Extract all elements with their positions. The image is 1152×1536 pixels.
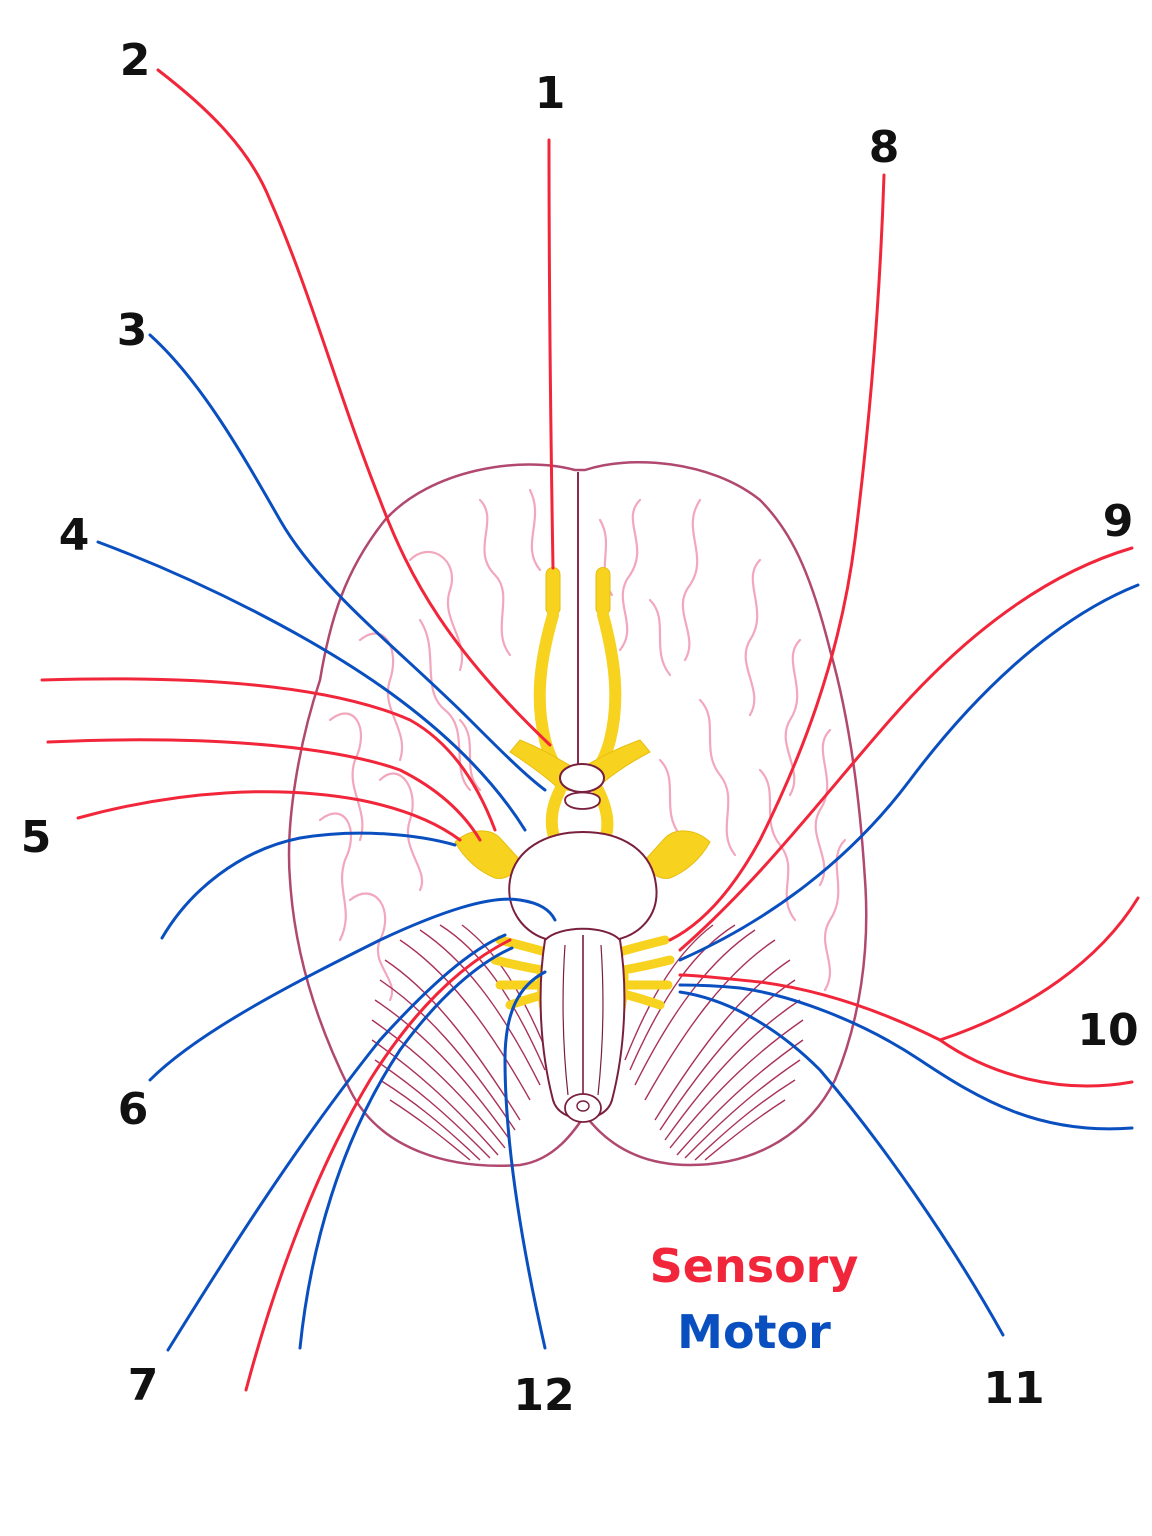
nerve-line-4	[96, 540, 527, 832]
legend-motor: Motor	[677, 1305, 831, 1359]
label-4: 4	[59, 510, 90, 561]
nerve-lines	[40, 68, 1140, 1392]
legend: Sensory Motor	[650, 1239, 859, 1359]
label-11: 11	[983, 1363, 1044, 1414]
olfactory-bulb-right	[595, 567, 611, 617]
nerve-line-5b	[46, 738, 482, 842]
nerve-line-7c	[298, 946, 514, 1350]
label-7: 7	[128, 1360, 159, 1411]
label-2: 2	[120, 35, 151, 86]
spinal-canal	[576, 1100, 590, 1112]
nerve-line-11	[678, 990, 1005, 1337]
nerve-line-9b	[678, 583, 1140, 962]
label-8: 8	[869, 122, 900, 173]
nerve-line-7a	[166, 933, 507, 1352]
lower-nerves-left	[490, 935, 560, 1010]
brainstem	[508, 763, 658, 1123]
label-12: 12	[513, 1370, 574, 1421]
medulla-ridges	[562, 944, 604, 1096]
nerve-line-8	[668, 173, 886, 942]
nerve-line-7b	[244, 938, 512, 1392]
trigeminal-left	[454, 830, 521, 879]
nerve-line-9a	[678, 546, 1134, 952]
nerve-line-6	[148, 897, 557, 1082]
nerve-line-5d	[160, 831, 457, 940]
legend-sensory: Sensory	[650, 1239, 859, 1293]
spinal-cord	[564, 1093, 602, 1123]
pituitary	[559, 763, 605, 793]
label-9: 9	[1103, 496, 1134, 547]
nerve-line-3	[148, 333, 547, 792]
nerve-line-2	[156, 68, 552, 747]
mammillary-bodies	[564, 791, 601, 810]
nerve-line-1	[547, 138, 555, 570]
nerve-line-5a	[40, 677, 497, 832]
label-6: 6	[118, 1084, 149, 1135]
nerve-line-10a	[678, 896, 1140, 1042]
lower-nerves-right	[605, 935, 675, 1010]
number-labels: 1 2 3 4 5 6 7 8 9 10 11 12	[21, 35, 1139, 1421]
trigeminal-right	[644, 830, 711, 879]
olfactory-bulb-left	[545, 567, 561, 617]
label-5: 5	[21, 812, 52, 863]
pons	[508, 830, 658, 941]
label-3: 3	[117, 305, 148, 356]
nerve-line-12	[503, 970, 547, 1350]
label-1: 1	[535, 68, 566, 119]
nerve-line-5c	[76, 790, 462, 842]
optic-chiasm	[509, 739, 651, 791]
nerve-line-10c	[678, 983, 1134, 1131]
label-10: 10	[1077, 1005, 1138, 1056]
nerve-line-10b	[938, 1038, 1134, 1088]
